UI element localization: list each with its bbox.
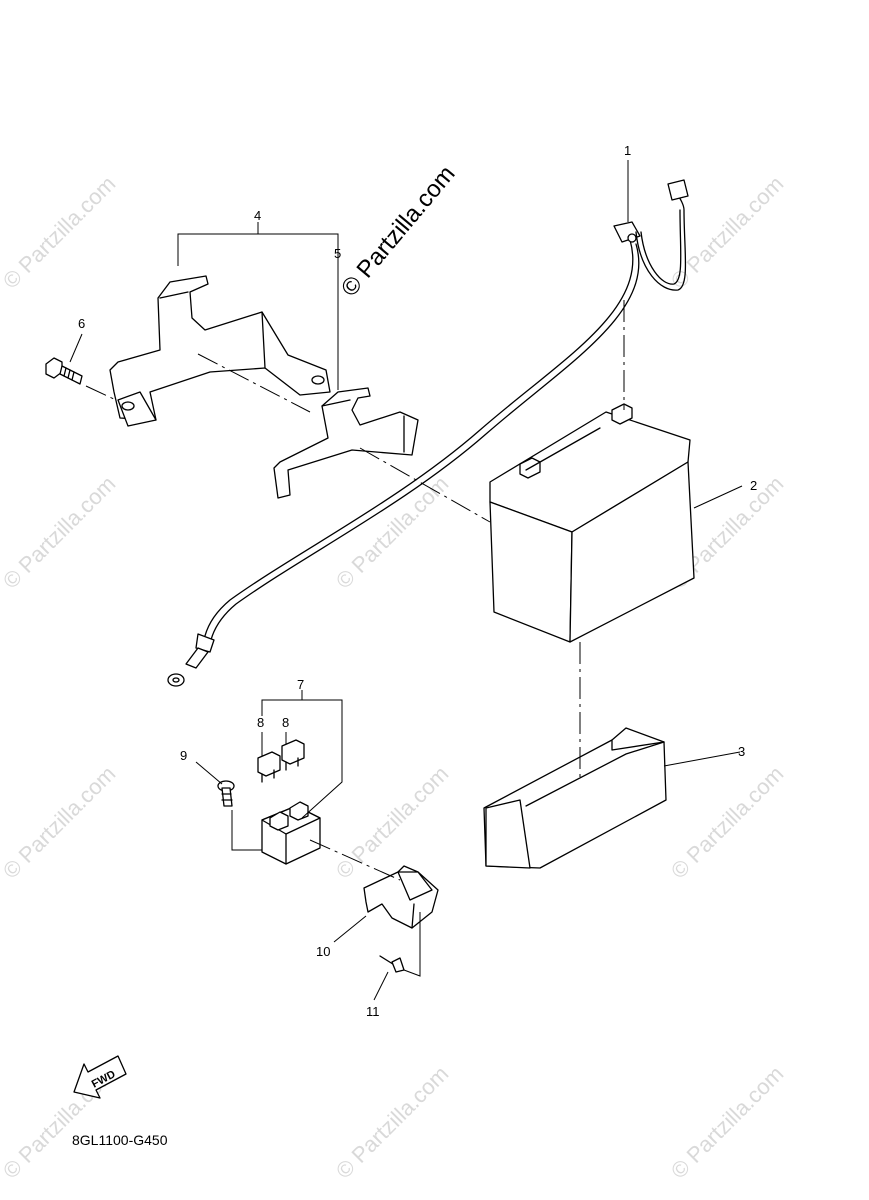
fuse-8a[interactable] xyxy=(257,751,281,783)
assembly-center-lines xyxy=(85,300,625,881)
watermark-main: © Partzilla.com xyxy=(336,161,461,302)
watermark-grid: © Partzilla.com © Partzilla.com © Partzi… xyxy=(0,171,788,1184)
battery-bracket-4[interactable] xyxy=(109,275,331,427)
callout-11: 11 xyxy=(366,1004,380,1019)
callout-3: 3 xyxy=(738,744,745,759)
battery-cable-1[interactable] xyxy=(167,179,689,687)
watermark-repeat: © Partzilla.com xyxy=(331,1061,454,1184)
bolt-9[interactable] xyxy=(217,780,235,807)
watermark-repeat: © Partzilla.com xyxy=(0,171,120,294)
battery-tray-3[interactable] xyxy=(483,727,667,869)
leader-lines xyxy=(69,160,743,1001)
callout-7: 7 xyxy=(297,677,304,692)
watermark-repeat: © Partzilla.com xyxy=(666,1061,789,1184)
callout-8b: 8 xyxy=(282,715,289,730)
callout-5: 5 xyxy=(334,246,341,261)
callout-8a: 8 xyxy=(257,715,264,730)
fuse-8b[interactable] xyxy=(281,739,305,771)
diagram-code: 8GL1100-G450 xyxy=(72,1132,168,1148)
callout-labels: 1 2 3 4 5 6 7 8 8 9 10 11 xyxy=(78,143,757,1019)
callout-9: 9 xyxy=(180,748,187,763)
callout-2: 2 xyxy=(750,478,757,493)
watermark-repeat: © Partzilla.com xyxy=(0,471,120,594)
watermark-repeat: © Partzilla.com xyxy=(331,471,454,594)
watermark-repeat: © Partzilla.com xyxy=(666,761,789,884)
callout-4: 4 xyxy=(254,208,261,223)
watermark-repeat: © Partzilla.com xyxy=(331,761,454,884)
starter-relay-7[interactable] xyxy=(261,801,321,865)
relay-bracket-10[interactable] xyxy=(363,865,439,929)
callout-10: 10 xyxy=(316,944,330,959)
watermark-repeat: © Partzilla.com xyxy=(0,761,120,884)
bolt-6[interactable] xyxy=(45,357,83,385)
battery-2[interactable] xyxy=(489,403,695,643)
callout-1: 1 xyxy=(624,143,631,158)
callout-6: 6 xyxy=(78,316,85,331)
rivet-11[interactable] xyxy=(379,955,405,973)
battery-bracket-5[interactable] xyxy=(273,387,419,499)
